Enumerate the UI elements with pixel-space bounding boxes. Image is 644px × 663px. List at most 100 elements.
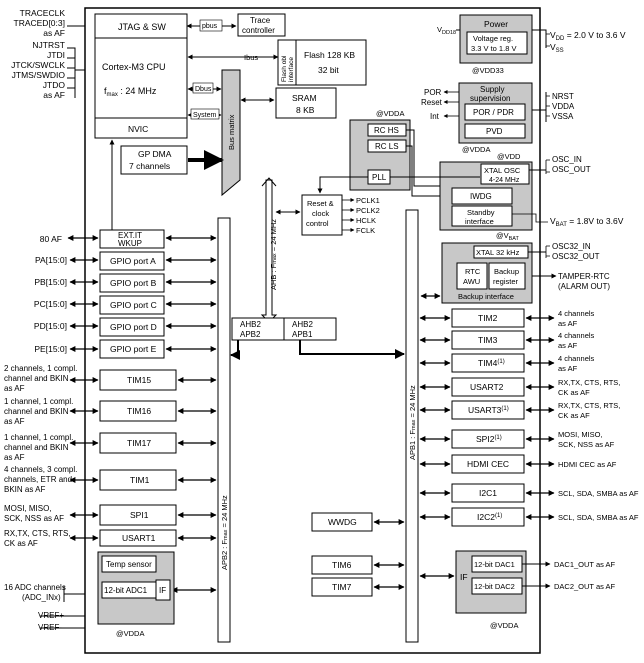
right-pin-labels: VDD = 2.0 V to 3.6 V VSS NRST VDDA VSSA … bbox=[550, 30, 626, 291]
apb2-links bbox=[165, 235, 217, 593]
tim2-pins-1: 4 channels bbox=[558, 309, 595, 318]
usart3-pins-2: CK as AF bbox=[558, 411, 590, 420]
osc-out-pin-label: OSC_OUT bbox=[552, 165, 591, 174]
tim15-block bbox=[99, 369, 177, 391]
temp-sensor-label: Temp sensor bbox=[106, 560, 152, 569]
adc-if-label: IF bbox=[159, 586, 166, 595]
reset-label: Reset bbox=[421, 98, 443, 107]
usart2-label: USART2 bbox=[470, 382, 504, 392]
nrst-pin-label: NRST bbox=[552, 92, 574, 101]
ahb2apb2-label-2: APB2 bbox=[240, 330, 261, 339]
iwdg-block bbox=[451, 187, 513, 205]
tim4-label: TIM4(1) bbox=[478, 358, 505, 368]
temp-sensor-block bbox=[101, 555, 157, 573]
tim4-block bbox=[451, 353, 525, 373]
i2c2-label: I2C2(1) bbox=[477, 512, 502, 522]
pin-njtrst: NJTRST bbox=[32, 40, 65, 50]
trace-label-2: controller bbox=[242, 26, 275, 35]
tamper-pin-label-1: TAMPER-RTC bbox=[558, 272, 610, 281]
pclk1-label: PCLK1 bbox=[356, 196, 380, 205]
spi1-label: SPI1 bbox=[130, 510, 149, 520]
tim1-pins-3: BKIN as AF bbox=[4, 485, 45, 494]
usart3-pins-1: RX,TX, CTS, RTS, bbox=[558, 401, 620, 410]
apb2-bus bbox=[217, 217, 231, 643]
tim1-block bbox=[99, 469, 177, 491]
usart1-pins-2: CK as AF bbox=[4, 539, 38, 548]
standby-label-2: interface bbox=[465, 217, 494, 226]
tim2-pins-2: as AF bbox=[558, 319, 578, 328]
standby-block bbox=[451, 205, 513, 227]
system-label: System bbox=[193, 112, 217, 119]
i2c2-pins: SCL, SDA, SMBA as AF bbox=[558, 513, 639, 522]
ahb-bus-label: AHB : Fmax = 24 MHz bbox=[269, 219, 278, 290]
tim6-block bbox=[311, 555, 373, 575]
wwdg-label: WWDG bbox=[328, 517, 357, 527]
xtal-osc-label-1: XTAL OSC bbox=[484, 166, 521, 175]
pin-traceclk: TRACECLK bbox=[20, 8, 66, 18]
gpdma-label-1: GP DMA bbox=[138, 149, 172, 159]
vdd18-label: VDD18 bbox=[437, 25, 456, 36]
gpio-a-block bbox=[99, 251, 165, 271]
gpio-c-block bbox=[99, 295, 165, 315]
rtc-block bbox=[456, 262, 488, 290]
reset-clock-block bbox=[301, 194, 343, 236]
tim3-pins-2: as AF bbox=[558, 341, 578, 350]
pbus-label-box bbox=[199, 19, 223, 32]
backup-reg-block bbox=[488, 262, 526, 290]
tim15-label: TIM15 bbox=[127, 375, 151, 385]
pin-pc: PC[15:0] bbox=[34, 299, 67, 309]
gpio-b-block bbox=[99, 273, 165, 293]
osc32-pin-bracket bbox=[545, 245, 550, 258]
vdda-pin-label: VDDA bbox=[552, 102, 575, 111]
pin-pa: PA[15:0] bbox=[35, 255, 67, 265]
left-peripheral-labels: 2 channels, 1 compl. channel and BKIN as… bbox=[4, 364, 77, 632]
dac2-label: 12-bit DAC2 bbox=[474, 582, 515, 591]
apb1-links bbox=[373, 315, 555, 590]
tim1-pins-1: 4 channels, 3 compl. bbox=[4, 465, 77, 474]
bus-matrix-label: Bus matrix bbox=[227, 114, 236, 150]
tim1-pins-2: channels, ETR and bbox=[4, 475, 72, 484]
tim15-pins-3: as AF bbox=[4, 384, 25, 393]
gpio-c-label: GPIO port C bbox=[110, 300, 157, 310]
apb1-bus-label: APB1 : Fmax = 24 MHz bbox=[408, 385, 417, 460]
vreg-block bbox=[466, 31, 528, 55]
adc-vdda-label: @VDDA bbox=[116, 629, 144, 638]
jtag-label: JTAG & SW bbox=[118, 22, 166, 32]
apb1-peripherals: TIM2 TIM3 TIM4(1) USART2 USART3(1) SPI2(… bbox=[311, 308, 525, 597]
dac1-label: 12-bit DAC1 bbox=[474, 560, 515, 569]
pin-traced: TRACED[0:3] bbox=[14, 18, 66, 28]
xtal-osc-label-2: 4-24 MHz bbox=[489, 177, 520, 184]
fclk-label: FCLK bbox=[356, 226, 375, 235]
supply-vdda-label: @VDDA bbox=[462, 145, 490, 154]
usart1-pins-1: RX,TX, CTS, RTS, bbox=[4, 529, 71, 538]
power-to-pins bbox=[532, 29, 547, 48]
right-peripheral-labels: 4 channels as AF 4 channels as AF 4 chan… bbox=[554, 309, 639, 591]
osc-pin-bracket bbox=[545, 159, 550, 174]
vreg-label-1: Voltage reg. bbox=[473, 34, 513, 43]
backup-if-label: Backup interface bbox=[458, 292, 514, 301]
power-label: Power bbox=[484, 19, 508, 29]
rc-vdda-label: @VDDA bbox=[376, 109, 404, 118]
hclk-label: HCLK bbox=[356, 216, 376, 225]
rtc-label-1: RTC bbox=[465, 267, 481, 276]
apb2-bridge-link bbox=[230, 340, 240, 360]
tim4-pins-1: 4 channels bbox=[558, 354, 595, 363]
gpio-e-block bbox=[99, 339, 165, 359]
apb2-peripherals: EXT.IT WKUP GPIO port A GPIO port B GPIO… bbox=[99, 229, 177, 547]
spi2-pins-2: SCK, NSS as AF bbox=[558, 440, 615, 449]
iwdg-label: IWDG bbox=[470, 192, 492, 201]
supply-lines bbox=[443, 90, 459, 118]
adc-pin-line bbox=[63, 586, 85, 602]
ahb2apb1-block bbox=[283, 317, 337, 341]
standby-label-1: Standby bbox=[467, 208, 495, 217]
tim2-block bbox=[451, 308, 525, 328]
flash-if-label-1: Flash obl bbox=[281, 55, 288, 82]
xtal32-label: XTAL 32 kHz bbox=[476, 248, 520, 257]
por-pdr-label: POR / PDR bbox=[473, 108, 514, 117]
dac-vdda-label: @VDDA bbox=[490, 621, 518, 630]
flash-label-2: 32 bit bbox=[318, 65, 339, 75]
vbat-pin-label: VBAT = 1.8V to 3.6V bbox=[550, 216, 624, 228]
tim7-block bbox=[311, 577, 373, 597]
tamper-pin-label-2: (ALARM OUT) bbox=[558, 282, 610, 291]
